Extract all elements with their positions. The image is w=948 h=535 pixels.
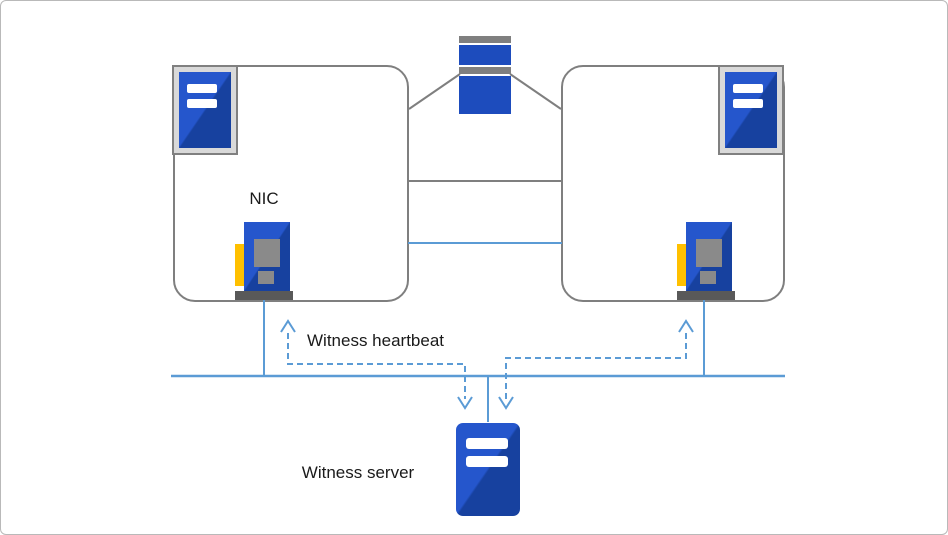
arrowhead-up-right-icon xyxy=(678,319,694,333)
server-frame-right xyxy=(718,65,784,155)
nic-card-body xyxy=(244,222,290,291)
nic-chip xyxy=(696,239,722,267)
server-slot-bar xyxy=(466,438,508,449)
server-icon-left-node xyxy=(179,72,231,148)
server-slot-bar xyxy=(733,84,763,93)
nic-base-bar xyxy=(235,291,293,300)
arrowhead-up-left-icon xyxy=(280,319,296,333)
arrowhead-down-right-icon xyxy=(498,396,514,410)
nic-label: NIC xyxy=(249,189,279,208)
nic-card-body xyxy=(686,222,732,291)
nic-card-icon-right xyxy=(677,222,735,300)
nic-connector-tab xyxy=(677,244,688,286)
disk-platter xyxy=(459,45,511,65)
witness-server-label: Witness server xyxy=(301,463,415,482)
arrowhead-down-left-icon xyxy=(457,396,473,410)
server-slot-bar xyxy=(187,84,217,93)
disk-separator xyxy=(459,67,511,74)
server-slot-bar xyxy=(733,99,763,108)
nic-chip-small xyxy=(700,271,716,284)
disk-separator xyxy=(459,36,511,43)
server-icon-right-node xyxy=(725,72,777,148)
disk-platter xyxy=(459,76,511,114)
nic-chip xyxy=(254,239,280,267)
storage-link-left-line xyxy=(408,73,461,110)
nic-card-icon-left xyxy=(235,222,293,300)
nic-chip-small xyxy=(258,271,274,284)
storage-link-right-line xyxy=(509,73,562,110)
server-slot-bar xyxy=(187,99,217,108)
witness-server-icon xyxy=(456,423,520,516)
storage-disks-icon xyxy=(459,36,511,114)
heartbeat-path-right xyxy=(505,333,687,399)
witness-heartbeat-label: Witness heartbeat xyxy=(307,331,445,350)
nic-base-bar xyxy=(677,291,735,300)
server-slot-bar xyxy=(466,456,508,467)
nic-connector-tab xyxy=(235,244,246,286)
server-frame-left xyxy=(172,65,238,155)
